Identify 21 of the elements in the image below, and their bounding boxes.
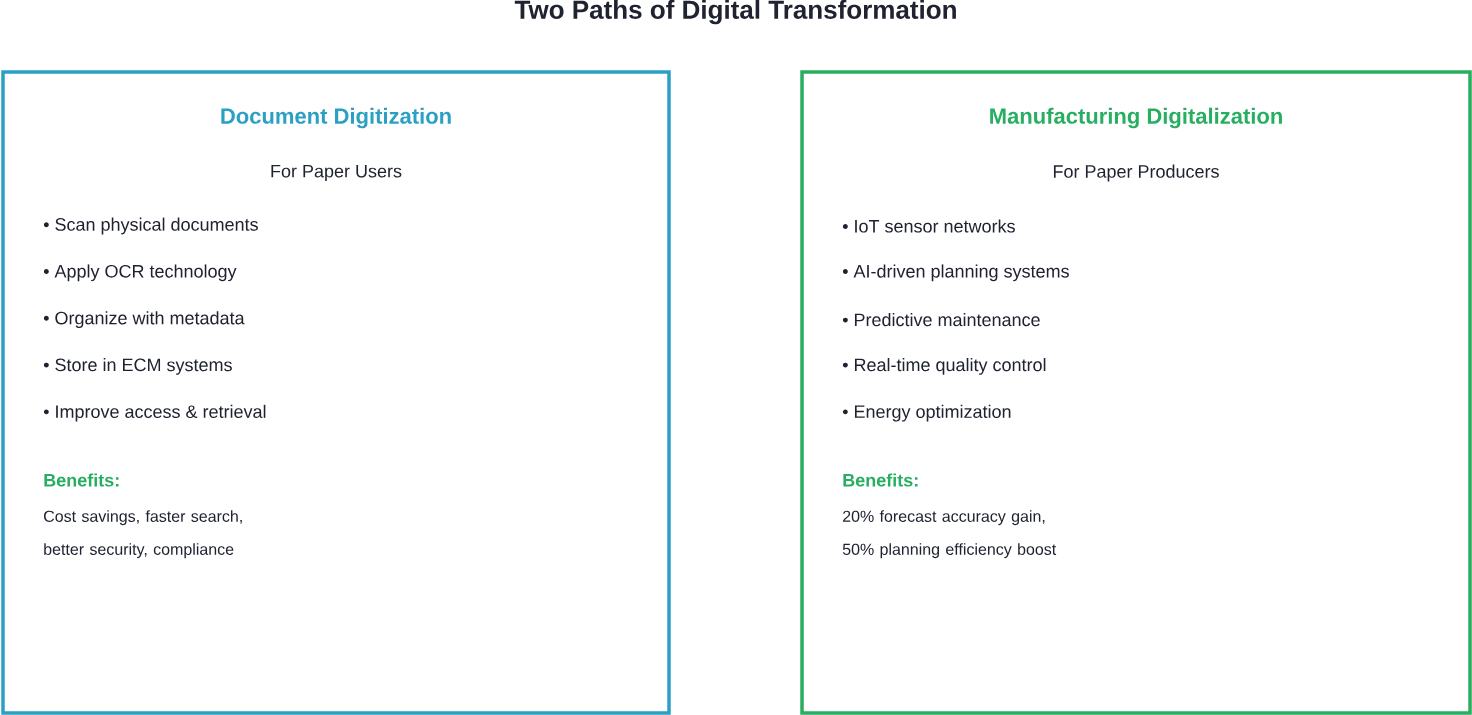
box-heading: Manufacturing Digitalization <box>990 107 1282 129</box>
subtitle: For Paper Users <box>271 164 402 182</box>
subtitle: For Paper Producers <box>1053 164 1219 182</box>
bullet-item: • Apply OCR technology <box>43 264 237 282</box>
bullet-item: • AI-driven planning systems <box>842 264 1069 282</box>
title: Two Paths of Digital Transformation <box>514 0 956 25</box>
panel-box <box>800 70 1472 715</box>
bullet-item: • IoT sensor networks <box>842 219 1015 233</box>
bullet-item: • Scan physical documents <box>43 217 258 235</box>
benefits-heading: Benefits: <box>44 473 119 487</box>
benefits-text: Cost savings, faster search, better security, compliance <box>44 510 242 559</box>
bullet-item: • Store in ECM systems <box>43 358 232 375</box>
bullet-item: • Improve access & retrieval <box>43 404 266 422</box>
bullet-item: • Real-time quality control <box>842 358 1046 375</box>
bullet-item: • Predictive maintenance <box>842 313 1040 327</box>
benefits-heading: Benefits: <box>843 473 918 487</box>
benefits-text: 20% forecast accuracy gain, 50% planning efficiency boost <box>842 510 1057 559</box>
bullet-item: • Organize with metadata <box>43 311 245 328</box>
panel-box <box>1 70 671 715</box>
box-heading: Document Digitization <box>221 107 451 129</box>
bullet-item: • Energy optimization <box>842 404 1011 422</box>
